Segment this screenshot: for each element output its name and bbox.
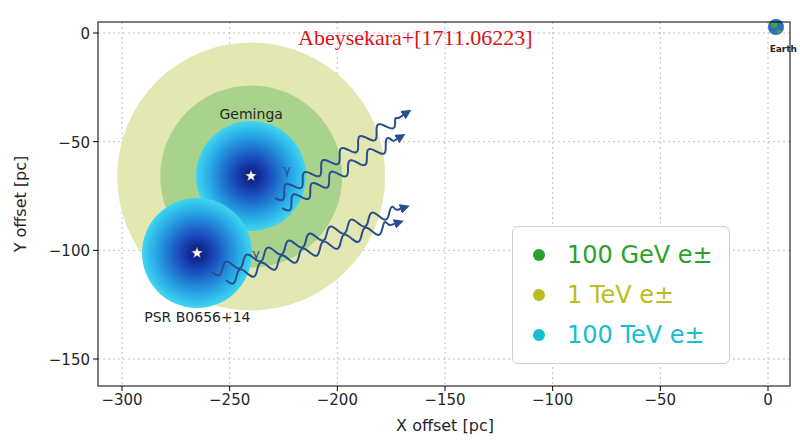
tick-label: 0 — [80, 25, 90, 43]
gamma-symbol: γ — [252, 246, 260, 261]
gamma-ray-arrow — [282, 136, 402, 210]
tick-label: −100 — [49, 242, 90, 260]
tick-label: −250 — [209, 391, 250, 409]
tick-label: −50 — [58, 134, 90, 152]
tick-label: −300 — [101, 391, 142, 409]
tick-label: −150 — [424, 391, 465, 409]
grid-lines — [98, 22, 790, 386]
tick-label: −50 — [645, 391, 677, 409]
axis-title: Y offset [pc] — [11, 156, 30, 253]
halo-shape — [142, 198, 252, 308]
citation: Abeysekara+[1711.06223] — [298, 25, 533, 51]
legend-text: 100 TeV e± — [567, 321, 705, 349]
legend-swatch — [533, 249, 545, 261]
pulsar-name: PSR B0656+14 — [142, 309, 252, 325]
tev-halo — [117, 42, 385, 310]
gamma-ray-arrow — [226, 222, 400, 284]
tick-label: −150 — [49, 351, 90, 369]
tick-label: −100 — [532, 391, 573, 409]
earth-label: Earth — [770, 44, 797, 54]
legend-row: 1 TeV e± — [533, 275, 713, 315]
tick-label: 0 — [763, 391, 773, 409]
tick-label: −200 — [317, 391, 358, 409]
earth-icon — [768, 19, 784, 35]
pulsar-star — [245, 170, 256, 181]
legend-swatch — [533, 289, 545, 301]
pulsar-name: Geminga — [196, 106, 306, 122]
legend-row: 100 TeV e± — [533, 315, 713, 355]
gamma-ray-arrow — [275, 112, 408, 200]
gamma-ray-arrow — [212, 207, 406, 276]
gamma-symbol: γ — [283, 162, 291, 177]
legend-swatch — [533, 329, 545, 341]
legend-box: 100 GeV e± 1 TeV e± 100 TeV e± — [512, 226, 730, 364]
pulsar-star — [192, 247, 203, 258]
legend-text: 100 GeV e± — [567, 241, 713, 269]
legend-text: 1 TeV e± — [567, 281, 674, 309]
plot-frame — [98, 22, 790, 386]
axis-title: X offset [pc] — [396, 416, 494, 435]
legend-row: 100 GeV e± — [533, 235, 713, 275]
pulsar-halo: PSR B0656+14 — [142, 198, 252, 308]
axis-ticks — [93, 33, 768, 391]
